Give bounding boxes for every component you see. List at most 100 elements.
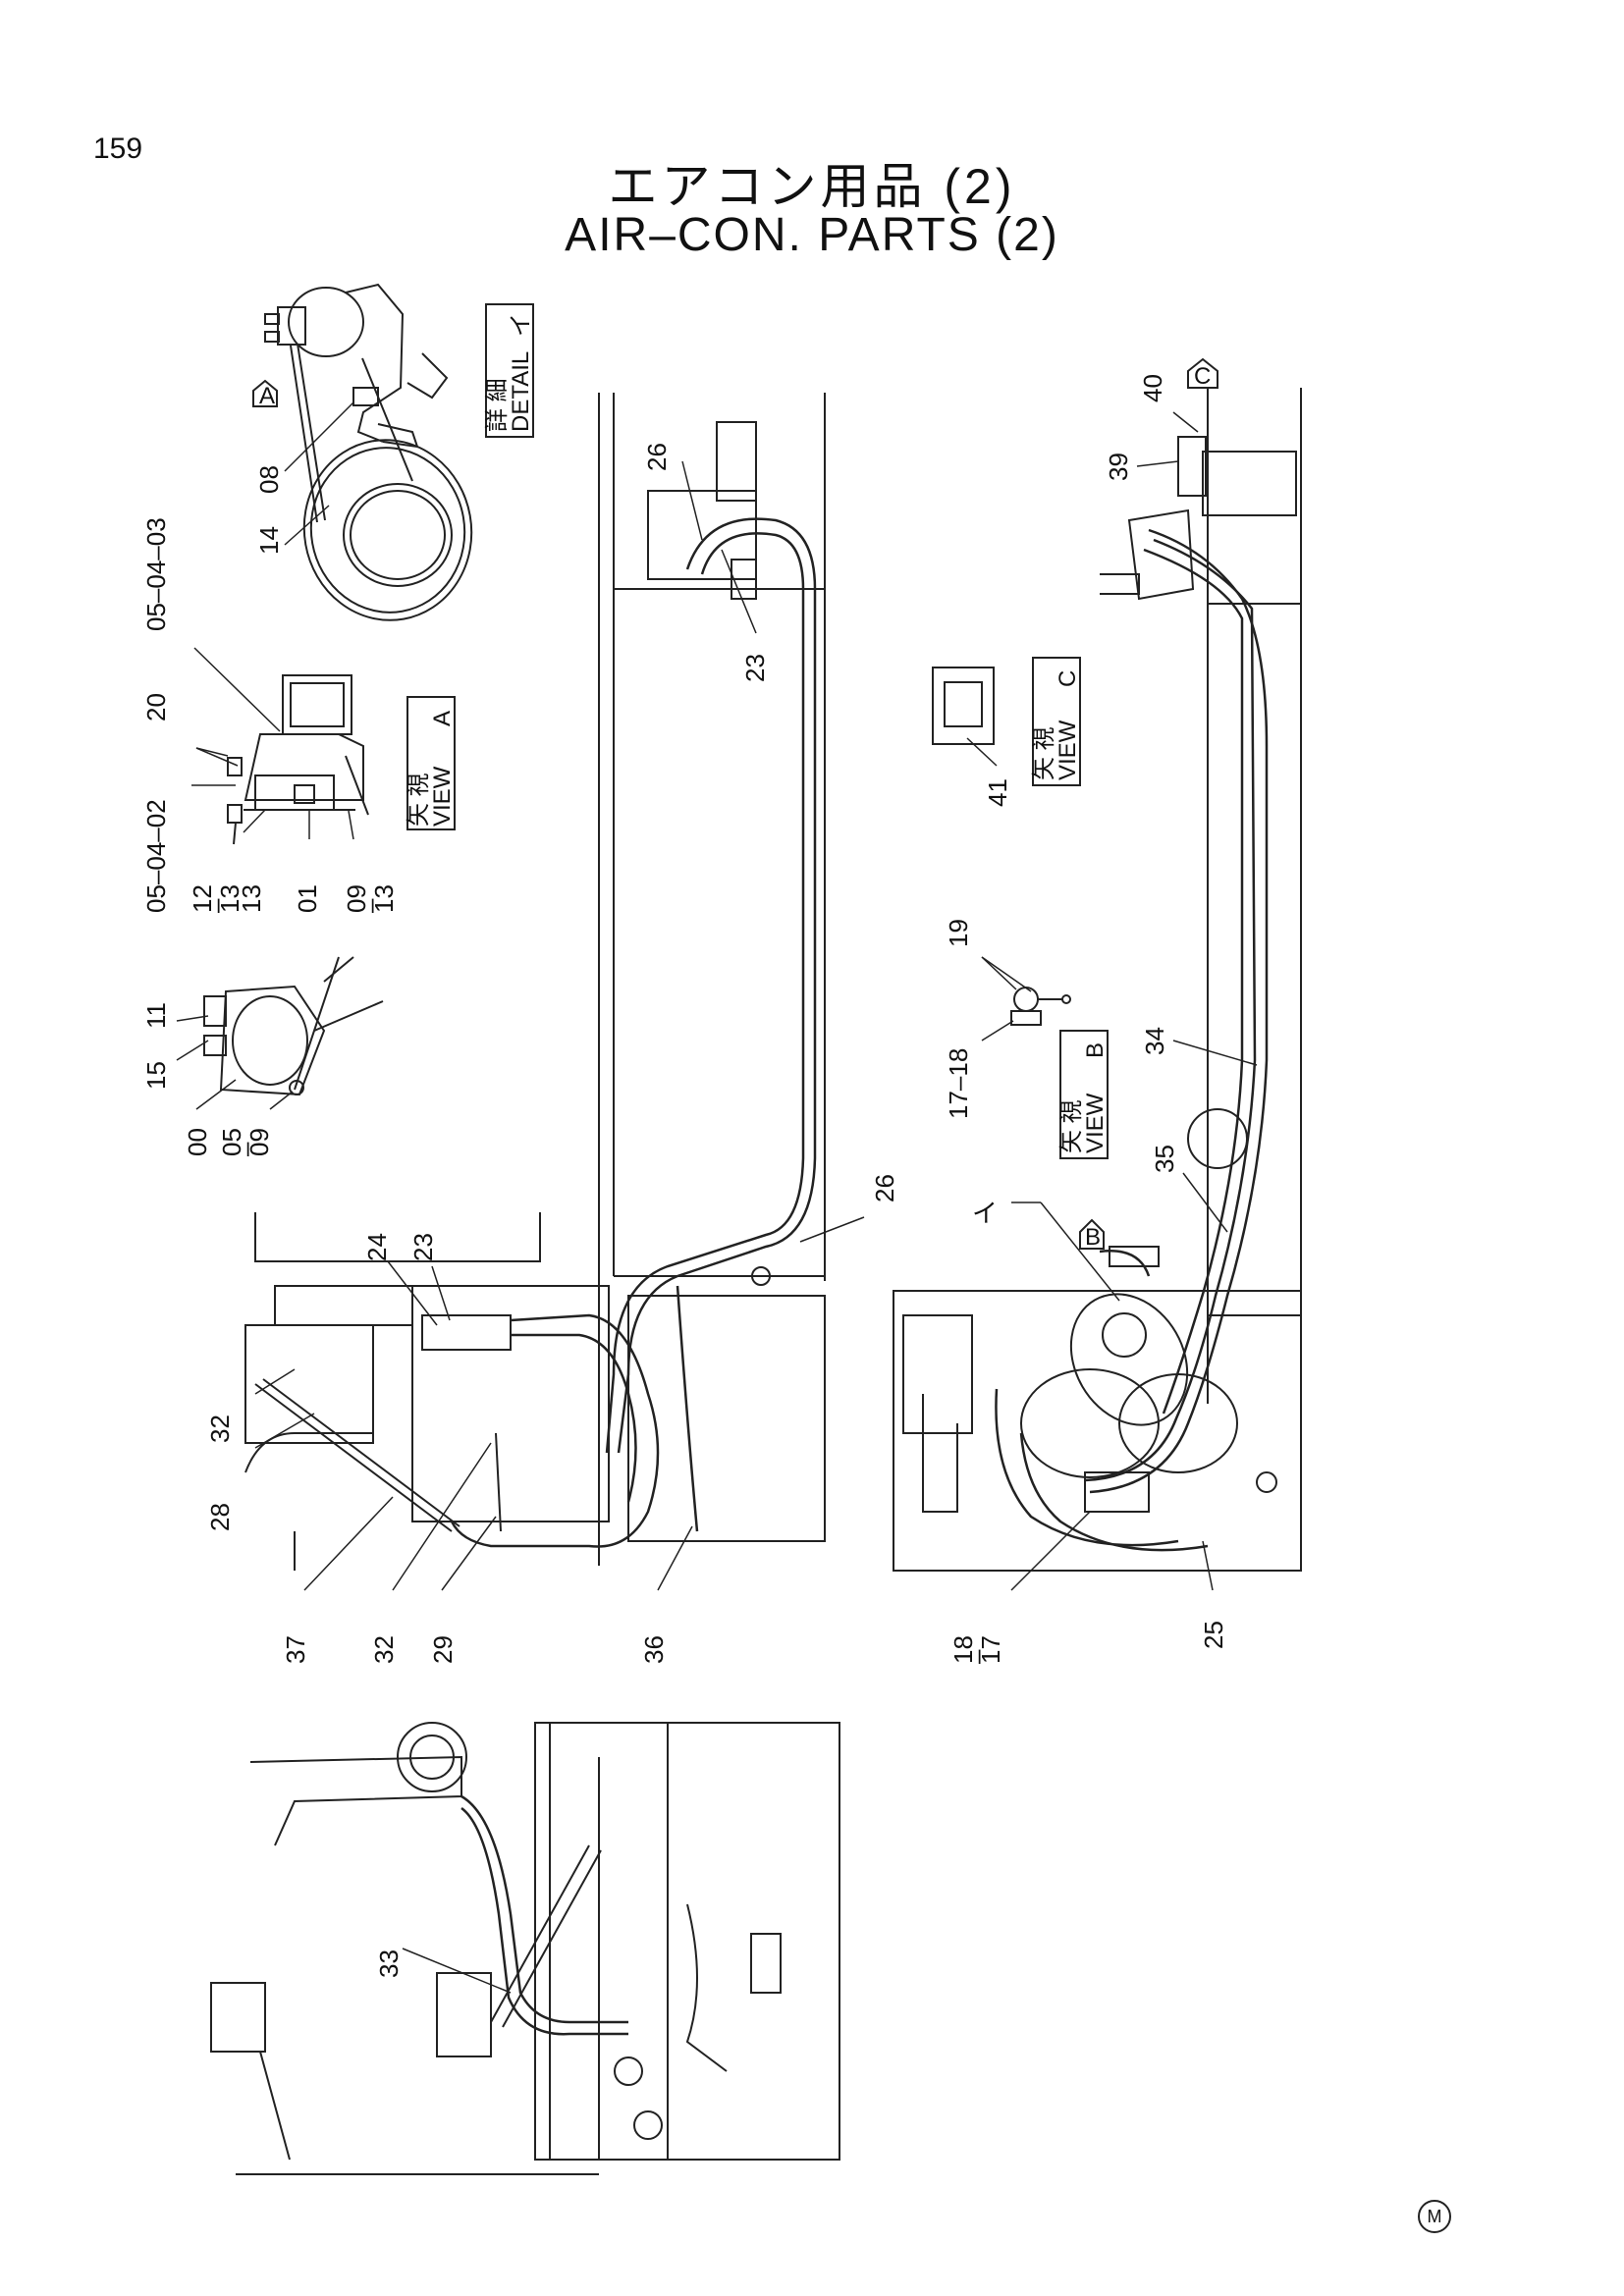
view-c-kanji: 矢 視 [1031,726,1057,780]
v-belt-left [290,345,318,523]
part-label-36: 36 [639,1635,669,1664]
svg-text:12: 12 [188,884,217,913]
leader-35 [1182,1172,1228,1233]
engine-pulley [302,439,473,621]
part-label-05-04-02: 05–04–02 [141,799,171,913]
view-c-mark: C [1055,670,1081,687]
hose-23-main [605,532,805,1454]
hose-33-a [460,1794,628,2024]
part-label-11: 11 [141,1002,171,1029]
cab-console [244,1324,374,1444]
leader-23a [721,549,757,634]
leader-08 [284,401,354,472]
part-label-19: 19 [944,919,973,947]
part-label-18-17: 18–17 [948,1635,1005,1664]
view-b-label: VIEW [1082,1093,1109,1153]
sight-glass [1109,1246,1160,1267]
condenser-pipe-stub [1100,573,1140,595]
mount-stay [345,755,369,816]
part-label-14: 14 [254,526,284,555]
step-leg [259,2051,291,2161]
part-label-17-18: 17–18 [944,1048,973,1119]
fitting-bottom-2 [633,2110,663,2140]
part-label-08: 08 [254,465,284,494]
hose-cab-2 [511,1333,637,1503]
main-frame-left: 26 23 26 [598,393,899,1566]
cab-roof [254,1212,541,1262]
svg-text:18: 18 [948,1635,978,1664]
leader-00 [195,1079,237,1110]
compressor-side-body [219,985,326,1096]
machine-house-right: イ B 18–17 25 [893,1108,1302,1664]
leader-32a [254,1368,296,1395]
hose-cab-1 [450,1313,660,1548]
view-a-box [406,696,456,830]
page-number: 159 [93,133,143,165]
leader-1718b [1010,1511,1091,1591]
stay-line-1 [323,956,354,983]
svg-text:–: – [355,898,385,913]
part-label-34: 34 [1140,1027,1169,1055]
bracket-outline [345,283,405,443]
leader-20b [195,747,239,767]
view-b-switch: 19 17–18 矢 視 VIEW B [944,919,1109,1159]
mounting-foot [377,423,419,449]
leader-39 [1136,460,1179,467]
part-label-25: 25 [1199,1621,1228,1649]
cab-platform-left: 24 23 32 28 37 32 29 36 [205,1212,826,1664]
compressor-fitting [277,306,306,346]
view-a-mark: A [429,711,456,726]
part-label-15: 15 [141,1061,171,1090]
compressor-housing [244,733,364,801]
engine-cover [902,1314,973,1434]
leader-20a [195,747,229,757]
part-label-00: 00 [183,1128,212,1156]
engine-pulley-inner [309,447,466,614]
part-label-39: 39 [1104,453,1133,481]
compressor-block [294,784,315,804]
part-label-40: 40 [1138,374,1167,402]
leader-detail-i [1040,1201,1120,1302]
detail-i-ellipse [1069,1293,1189,1426]
part-label-33: 33 [374,1949,404,1978]
part-label-05-09: 05–09 [217,1128,274,1156]
detail-i-belt-drive: A 08 14 詳 細 DETAIL イ [252,283,534,621]
adjust-bracket [406,352,449,400]
view-b-mark: B [1082,1042,1109,1058]
fitting-upper [227,757,243,776]
leader-32b [392,1442,492,1591]
part-label-32b: 32 [369,1635,399,1664]
bottom-duct-assembly: 33 [210,1722,840,2175]
part-label-20: 20 [141,693,171,721]
condenser-bracket [1127,508,1195,601]
compressor-port-top [264,313,280,325]
arrow-mark-b [1079,1218,1105,1250]
pipe-stub [233,822,237,845]
part-label-32a: 32 [205,1415,235,1443]
hose-34 [1089,528,1269,1494]
leader-050403 [193,647,281,732]
part-label-26b: 26 [870,1174,899,1202]
stay-diagonal-edge [502,1849,602,2028]
leader-15 [176,1040,209,1061]
leader-0509 [269,1091,294,1110]
controller-panel [932,667,995,745]
part-label-23b: 23 [408,1233,438,1261]
leader-41 [966,737,998,767]
view-a-kanji: 矢 視 [406,773,432,827]
leader-29 [441,1516,497,1591]
compressor-side-view: 11 15 00 05–09 [141,956,384,1156]
svg-text:09: 09 [342,884,371,913]
part-label-41: 41 [983,778,1012,807]
engine-block-2 [1118,1373,1238,1473]
leader-14 [284,505,330,546]
stay-diagonal [490,1844,590,2023]
cab-seat [274,1285,413,1326]
compressor-pulley-inner [350,490,446,580]
machine-house-outline [893,1290,1302,1572]
hose-b-view [1099,1250,1151,1277]
hose-34-inner [1143,548,1244,1415]
evaporator-duct [716,421,757,502]
part-label-29: 29 [428,1635,458,1664]
